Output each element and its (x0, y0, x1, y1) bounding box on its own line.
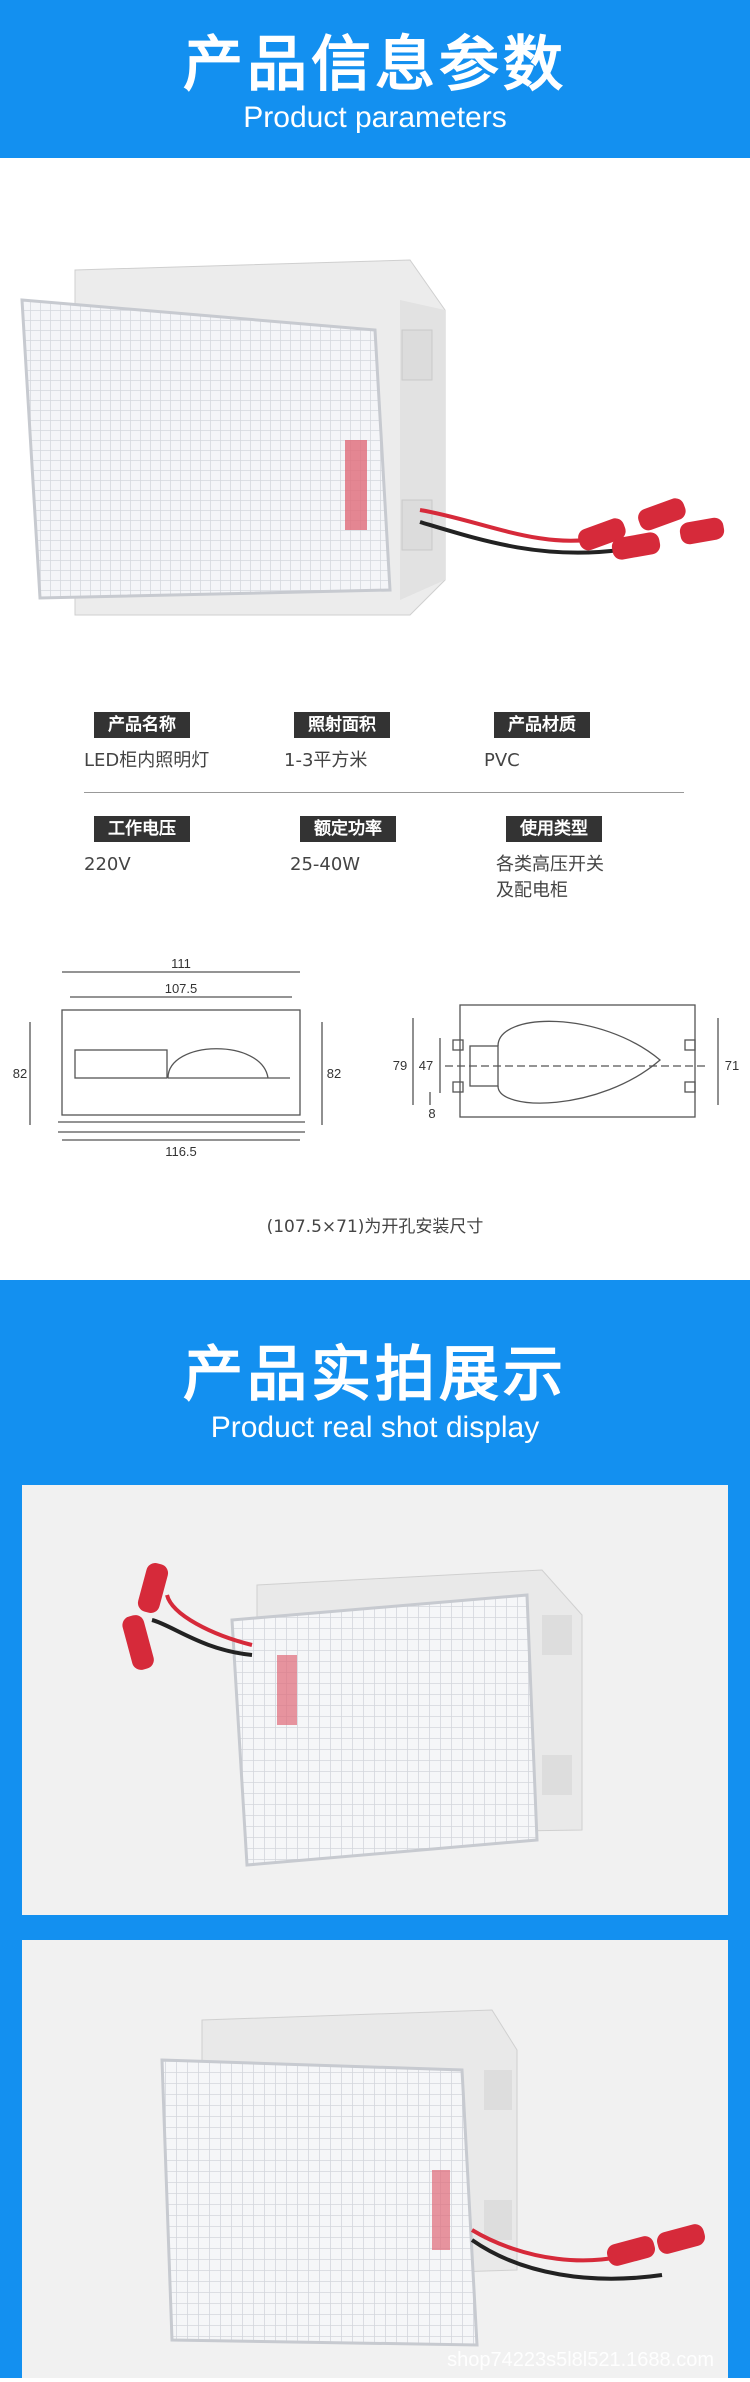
spec-value: 25-40W (290, 854, 361, 875)
spec-label: 产品材质 (494, 712, 590, 738)
spec-value: 各类高压开关 及配电柜 (496, 854, 604, 901)
spec-material: 产品材质 PVC (484, 712, 666, 816)
dim-8: 8 (428, 1106, 435, 1121)
specs-table: 产品名称 LED柜内照明灯 照射面积 1-3平方米 产品材质 PVC 工作电压 … (84, 712, 684, 926)
dim-bottom: 116.5 (165, 1144, 197, 1159)
product-photo-2: shop74223s5l8l521.1688.com (22, 1940, 728, 2378)
product-photo-1 (22, 1485, 728, 1915)
real-shot-subtitle: Product real shot display (210, 1411, 540, 1444)
parameters-subtitle: Product parameters (243, 101, 507, 134)
spec-label: 使用类型 (506, 816, 602, 842)
spec-divider (84, 792, 684, 793)
parameters-title: 产品信息参数 (183, 30, 567, 100)
spec-row: 工作电压 220V 额定功率 25-40W 使用类型 各类高压开关 及配电柜 (84, 816, 684, 926)
dim-left-height: 82 (13, 1066, 27, 1081)
spec-value: PVC (484, 750, 520, 771)
dim-top-outer: 111 (171, 956, 191, 971)
dim-79: 79 (393, 1058, 407, 1073)
spec-value: 220V (84, 854, 131, 875)
spec-product-name: 产品名称 LED柜内照明灯 (84, 712, 266, 816)
spec-area: 照射面积 1-3平方米 (284, 712, 466, 816)
store-watermark: shop74223s5l8l521.1688.com (447, 2349, 714, 2371)
spec-label: 产品名称 (94, 712, 190, 738)
spec-value: 1-3平方米 (284, 750, 368, 771)
parameters-banner: 产品信息参数 Product parameters (0, 0, 750, 158)
dim-top-inner: 107.5 (165, 981, 198, 996)
spec-label: 额定功率 (300, 816, 396, 842)
spec-label: 照射面积 (294, 712, 390, 738)
spec-voltage: 工作电压 220V (84, 816, 272, 926)
spec-value: LED柜内照明灯 (84, 750, 210, 771)
dim-right-height: 82 (327, 1066, 341, 1081)
spec-power: 额定功率 25-40W (290, 816, 478, 926)
spec-row: 产品名称 LED柜内照明灯 照射面积 1-3平方米 产品材质 PVC (84, 712, 684, 816)
drawing-caption: (107.5×71)为开孔安装尺寸 (266, 1217, 484, 1237)
dim-47: 47 (419, 1058, 433, 1073)
dimension-drawing: 111 107.5 116.5 82 82 79 47 8 71 (13, 956, 739, 1159)
spec-usage: 使用类型 各类高压开关 及配电柜 (496, 816, 684, 926)
product-hero-image (20, 259, 725, 616)
real-shot-title: 产品实拍展示 (183, 1340, 567, 1410)
spec-label: 工作电压 (94, 816, 190, 842)
dim-71: 71 (725, 1058, 739, 1073)
